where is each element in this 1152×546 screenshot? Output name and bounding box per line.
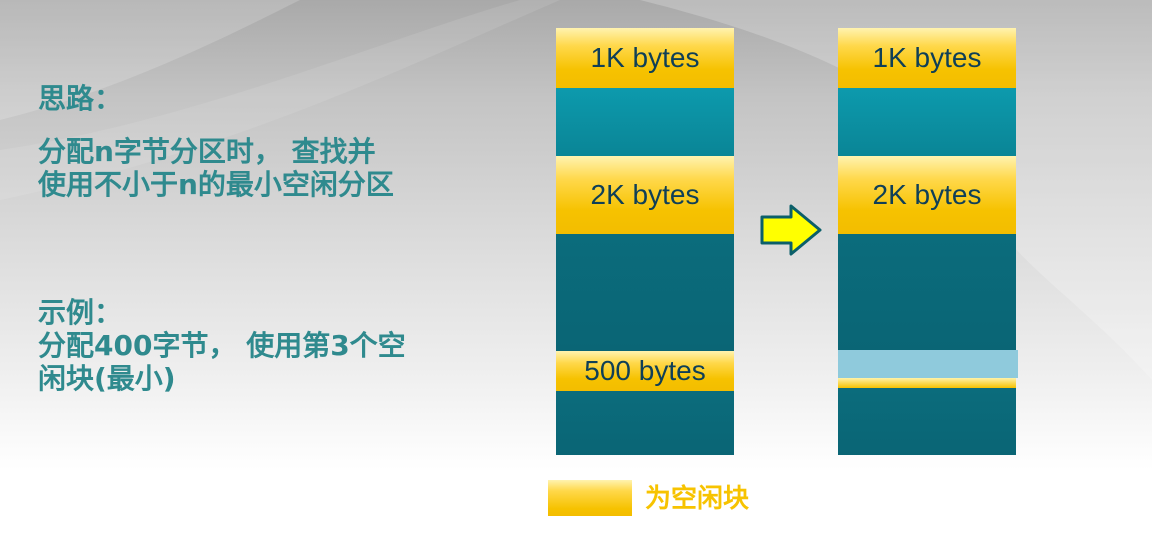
allocated-400-block — [838, 350, 1018, 378]
legend-free-swatch — [548, 480, 632, 516]
used-block — [838, 88, 1016, 156]
idea-heading: 思路： — [38, 82, 123, 115]
used-block — [838, 234, 1016, 350]
used-block — [838, 388, 1016, 455]
example-line-1: 分配400字节， 使用第3个空 — [38, 329, 406, 362]
memory-after-column: 1K bytes 2K bytes — [838, 28, 1018, 455]
used-block — [556, 234, 734, 351]
legend-free-label: 为空闲块 — [645, 484, 750, 514]
idea-line-2: 使用不小于n的最小空闲分区 — [38, 168, 394, 201]
example-heading: 示例： — [38, 296, 123, 329]
example-text: 示例： 分配400字节， 使用第3个空 闲块(最小) — [38, 296, 406, 395]
used-block — [556, 391, 734, 455]
free-block-1k-label: 1K bytes — [590, 42, 700, 73]
idea-text: 思路： 分配n字节分区时， 查找并 使用不小于n的最小空闲分区 — [38, 82, 394, 201]
memory-before-column: 1K bytes 2K bytes 500 bytes — [556, 28, 734, 455]
free-block-2k-label: 2K bytes — [872, 179, 982, 210]
right-arrow-icon — [760, 204, 822, 256]
free-block-1k: 1K bytes — [556, 28, 734, 88]
remaining-free-block — [838, 378, 1016, 388]
free-block-1k-label: 1K bytes — [872, 42, 982, 73]
free-block-2k-label: 2K bytes — [590, 179, 700, 210]
example-line-2: 闲块(最小) — [38, 362, 176, 395]
free-block-2k: 2K bytes — [556, 156, 734, 234]
free-block-500-label: 500 bytes — [584, 355, 706, 386]
idea-line-1: 分配n字节分区时， 查找并 — [38, 135, 376, 168]
free-block-2k: 2K bytes — [838, 156, 1016, 234]
free-block-1k: 1K bytes — [838, 28, 1016, 88]
free-block-500: 500 bytes — [556, 351, 734, 391]
used-block — [556, 88, 734, 156]
